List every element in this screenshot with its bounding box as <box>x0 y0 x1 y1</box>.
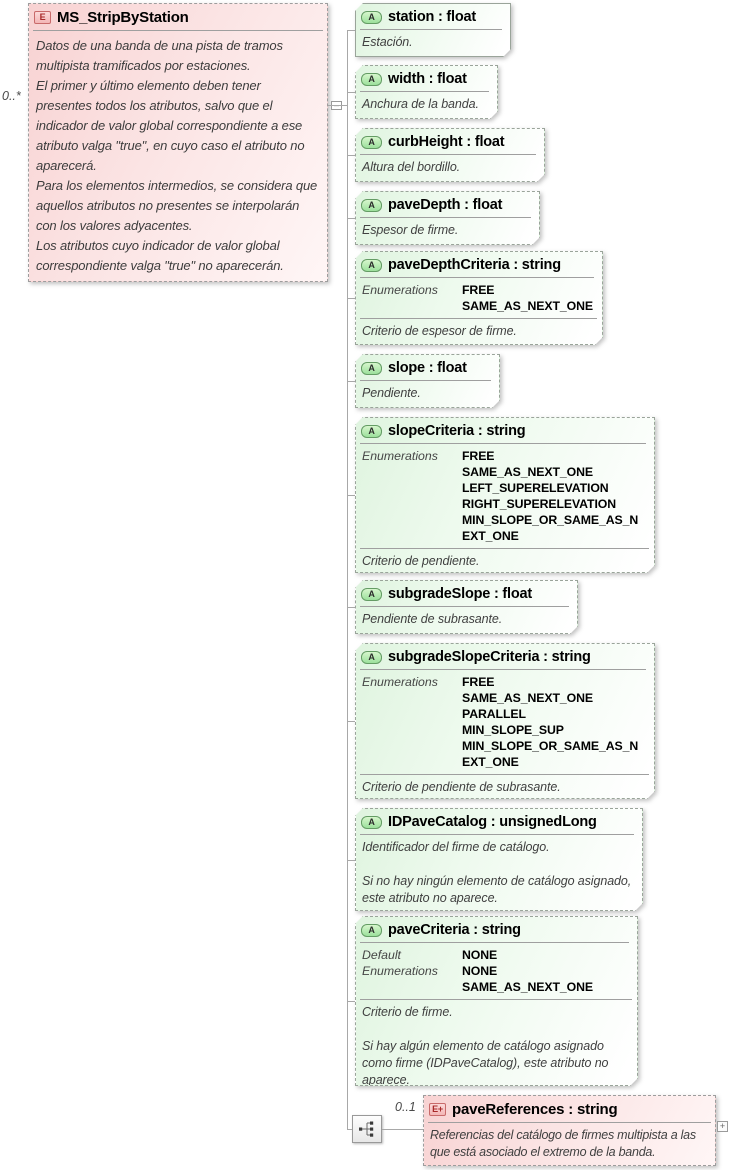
facet-value: NONE <box>462 948 498 962</box>
attribute-title: curbHeight : float <box>388 134 505 150</box>
attribute-title: slopeCriteria : string <box>388 423 526 439</box>
element-description-paragraph: Los atributos cuyo indicador de valor gl… <box>36 238 284 273</box>
connector-line <box>347 218 355 219</box>
connector-line <box>347 155 355 156</box>
connector-line <box>347 30 355 31</box>
sequence-glyph <box>359 1121 374 1137</box>
attribute-title: subgradeSlopeCriteria : string <box>388 649 591 665</box>
attribute-description: Estación. <box>362 35 413 49</box>
facet-value: MIN_SLOPE_OR_SAME_AS_NEXT_ONE <box>462 739 639 769</box>
connector-line <box>347 607 355 608</box>
element-plus-icon: E+ <box>429 1103 446 1116</box>
connector-line <box>347 381 355 382</box>
child-multiplicity-label: 0..1 <box>395 1100 416 1114</box>
facet-value: MIN_SLOPE_OR_SAME_AS_NEXT_ONE <box>462 513 639 543</box>
attribute-icon: A <box>361 11 382 24</box>
attribute-title: IDPaveCatalog : unsignedLong <box>388 814 597 830</box>
attribute-icon: A <box>361 651 382 664</box>
facet-label: Enumerations <box>362 283 438 297</box>
facet-value: LEFT_SUPERELEVATION <box>462 481 609 495</box>
element-description: Datos de una banda de una pista de tramo… <box>29 31 327 281</box>
attribute-description: Espesor de firme. <box>362 223 459 237</box>
facet-value: FREE <box>462 449 495 463</box>
connector-line <box>347 1001 355 1002</box>
facet-value: RIGHT_SUPERELEVATION <box>462 497 617 511</box>
connector-line <box>347 860 355 861</box>
attribute-icon: A <box>361 362 382 375</box>
attribute-description: Altura del bordillo. <box>362 160 461 174</box>
connector-line <box>347 495 355 496</box>
facet-label: Enumerations <box>362 964 438 978</box>
root-multiplicity-label: 0..* <box>2 89 21 103</box>
connector-line <box>347 1129 352 1130</box>
facet-value: FREE <box>462 675 495 689</box>
attribute-icon: A <box>361 588 382 601</box>
element-description-paragraph: El primer y último elemento deben tener … <box>36 78 305 173</box>
attribute-description: Criterio de pendiente de subrasante. <box>362 780 561 794</box>
facet-value: SAME_AS_NEXT_ONE <box>462 465 593 479</box>
facet-value: SAME_AS_NEXT_ONE <box>462 299 593 313</box>
attribute-description: Identificador del firme de catálogo. Si … <box>362 840 632 905</box>
attribute-icon: A <box>361 73 382 86</box>
connector-line <box>347 721 355 722</box>
attribute-icon: A <box>361 259 382 272</box>
element-icon: E <box>34 11 51 24</box>
attribute-title: width : float <box>388 71 467 87</box>
attribute-title: subgradeSlope : float <box>388 586 533 602</box>
attribute-description: Criterio de espesor de firme. <box>362 324 517 338</box>
attribute-title: station : float <box>388 9 477 25</box>
attribute-title: slope : float <box>388 360 467 376</box>
facet-value: NONE <box>462 964 498 978</box>
facet-label: Enumerations <box>362 675 438 689</box>
element-box-paveReferences[interactable]: E+ paveReferences : string Referencias d… <box>423 1095 716 1166</box>
attribute-description: Pendiente. <box>362 386 421 400</box>
facet-value: MIN_SLOPE_SUP <box>462 723 564 737</box>
attribute-title: paveCriteria : string <box>388 922 521 938</box>
attribute-description: Criterio de firme. Si hay algún elemento… <box>362 1005 609 1086</box>
sequence-compositor-icon[interactable] <box>352 1115 382 1143</box>
facet-value: SAME_AS_NEXT_ONE <box>462 980 593 994</box>
element-description-paragraph: Datos de una banda de una pista de tramo… <box>36 38 283 73</box>
attribute-icon: A <box>361 425 382 438</box>
element-box-MS_StripByStation[interactable]: E MS_StripByStation Datos de una banda d… <box>28 3 328 282</box>
connector-line <box>382 1129 423 1130</box>
connector-line <box>347 92 355 93</box>
attribute-icon: A <box>361 816 382 829</box>
attribute-title: paveDepthCriteria : string <box>388 257 561 273</box>
connector-line <box>347 30 348 1130</box>
attribute-icon: A <box>361 924 382 937</box>
attribute-icon: A <box>361 136 382 149</box>
element-description-paragraph: Para los elementos intermedios, se consi… <box>36 178 318 233</box>
element-title: MS_StripByStation <box>57 9 189 26</box>
expand-toggle[interactable]: + <box>717 1121 728 1132</box>
connector-line <box>328 105 348 106</box>
attribute-title: paveDepth : float <box>388 197 503 213</box>
child-element-description: Referencias del catálogo de firmes multi… <box>430 1128 696 1159</box>
attribute-icon: A <box>361 199 382 212</box>
connector-line <box>347 298 355 299</box>
attribute-description: Pendiente de subrasante. <box>362 612 503 626</box>
attribute-description: Criterio de pendiente. <box>362 554 480 568</box>
attribute-description: Anchura de la banda. <box>362 97 479 111</box>
facet-label: Default <box>362 948 401 962</box>
facet-label: Enumerations <box>362 449 438 463</box>
facet-value: SAME_AS_NEXT_ONE <box>462 691 593 705</box>
child-element-title: paveReferences : string <box>452 1101 618 1118</box>
facet-value: PARALLEL <box>462 707 526 721</box>
facet-value: FREE <box>462 283 495 297</box>
